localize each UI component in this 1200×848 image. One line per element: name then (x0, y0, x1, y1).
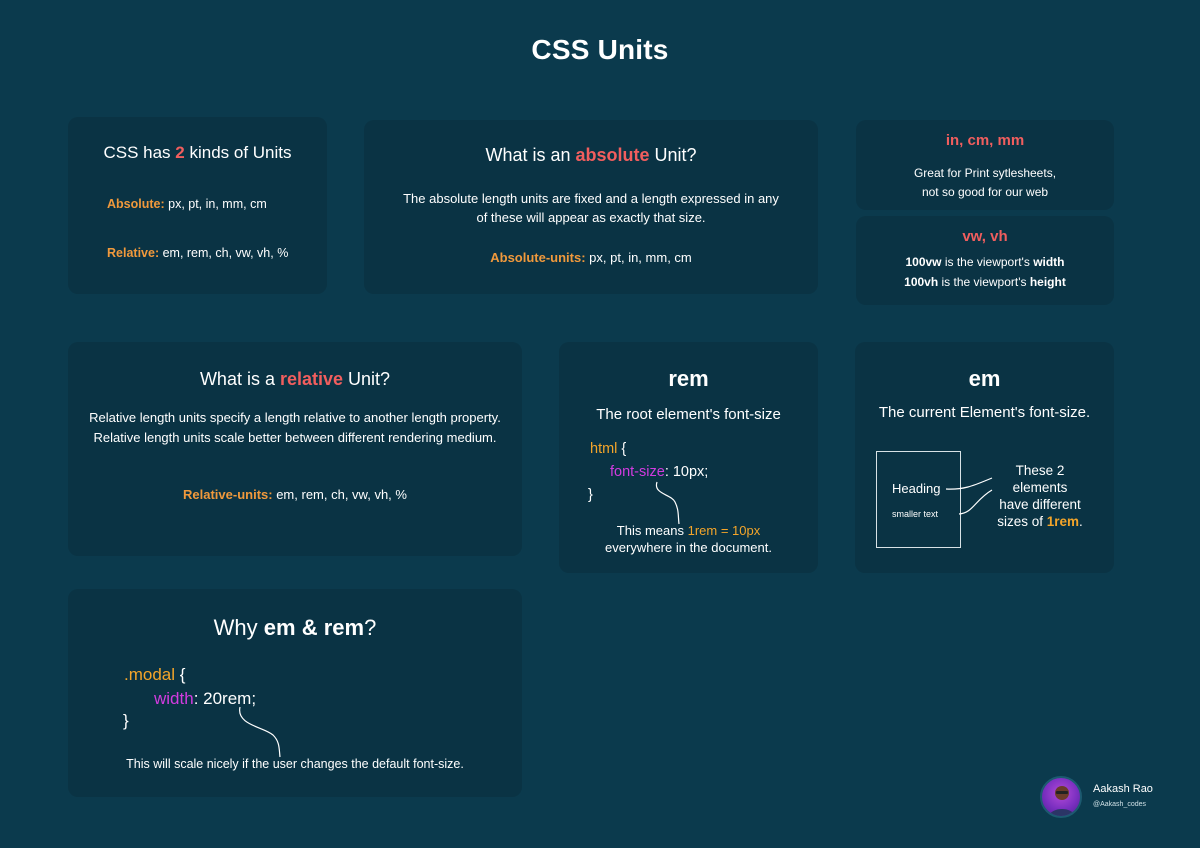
rem-heading: rem (668, 366, 709, 391)
rem-note: This means 1rem = 10px everywhere in the… (605, 523, 772, 555)
card-kinds-of-units: CSS has 2 kinds of Units Absolute: px, p… (68, 117, 327, 294)
kinds-heading: CSS has 2 kinds of Units (103, 143, 292, 162)
em-example-box (876, 451, 961, 548)
absolute-units-line: Absolute: px, pt, in, mm, cm (107, 197, 267, 211)
relative-description: Relative length units specify a length r… (89, 410, 501, 445)
avatar (1040, 776, 1082, 818)
em-example-small-text: smaller text (892, 509, 939, 519)
vh-line: 100vh is the viewport's height (904, 275, 1066, 289)
em-example-heading: Heading (892, 481, 941, 496)
rem-connector-line (655, 481, 680, 525)
why-heading: Why em & rem? (213, 615, 377, 640)
page-title: CSS Units (531, 34, 669, 65)
rem-subtitle: The root element's font-size (596, 406, 781, 423)
rem-code-line-3: } (588, 487, 593, 503)
relative-units-line: Relative: em, rem, ch, vw, vh, % (107, 246, 289, 260)
print-description: Great for Print sytlesheets, not so good… (913, 166, 1057, 199)
card-print-units: in, cm, mm Great for Print sytlesheets, … (856, 120, 1114, 210)
vw-line: 100vw is the viewport's width (905, 255, 1065, 269)
em-note: These 2 elements have different sizes of… (997, 463, 1083, 529)
why-code-line-2: width: 20rem; (154, 689, 257, 708)
rem-code-line-1: html { (590, 441, 627, 457)
card-absolute-unit: What is an absolute Unit? The absolute l… (364, 120, 818, 294)
absolute-label: Absolute: (107, 197, 165, 211)
print-heading: in, cm, mm (945, 132, 1025, 149)
author-badge: Aakash Rao @Aakash_codes (1040, 776, 1190, 820)
author-name: Aakash Rao (1093, 783, 1153, 795)
why-code-line-3: } (123, 711, 129, 730)
kinds-count: 2 (175, 143, 185, 162)
em-connector-lines (945, 477, 993, 515)
card-why-em-rem: Why em & rem? .modal { width: 20rem; } T… (68, 589, 522, 797)
viewport-heading: vw, vh (962, 228, 1008, 245)
card-rem: rem The root element's font-size html { … (559, 342, 818, 573)
em-subtitle: The current Element's font-size. (878, 404, 1091, 421)
card-em: em The current Element's font-size. Head… (855, 342, 1114, 573)
person-icon (1048, 786, 1076, 816)
why-connector-line (239, 706, 281, 758)
relative-units-list: Relative-units: em, rem, ch, vw, vh, % (183, 487, 407, 502)
absolute-description: The absolute length units are fixed and … (403, 191, 779, 225)
why-code-line-1: .modal { (124, 665, 186, 684)
relative-label: Relative: (107, 246, 160, 260)
relative-heading: What is a relative Unit? (199, 369, 391, 389)
absolute-heading: What is an absolute Unit? (485, 145, 697, 165)
card-viewport-units: vw, vh 100vw is the viewport's width 100… (856, 216, 1114, 305)
absolute-units-list: Absolute-units: px, pt, in, mm, cm (490, 250, 692, 265)
card-relative-unit: What is a relative Unit? Relative length… (68, 342, 522, 556)
author-handle: @Aakash_codes (1093, 801, 1147, 808)
why-note: This will scale nicely if the user chang… (126, 757, 464, 771)
rem-code-line-2: font-size: 10px; (610, 464, 709, 480)
em-heading: em (968, 366, 1001, 391)
